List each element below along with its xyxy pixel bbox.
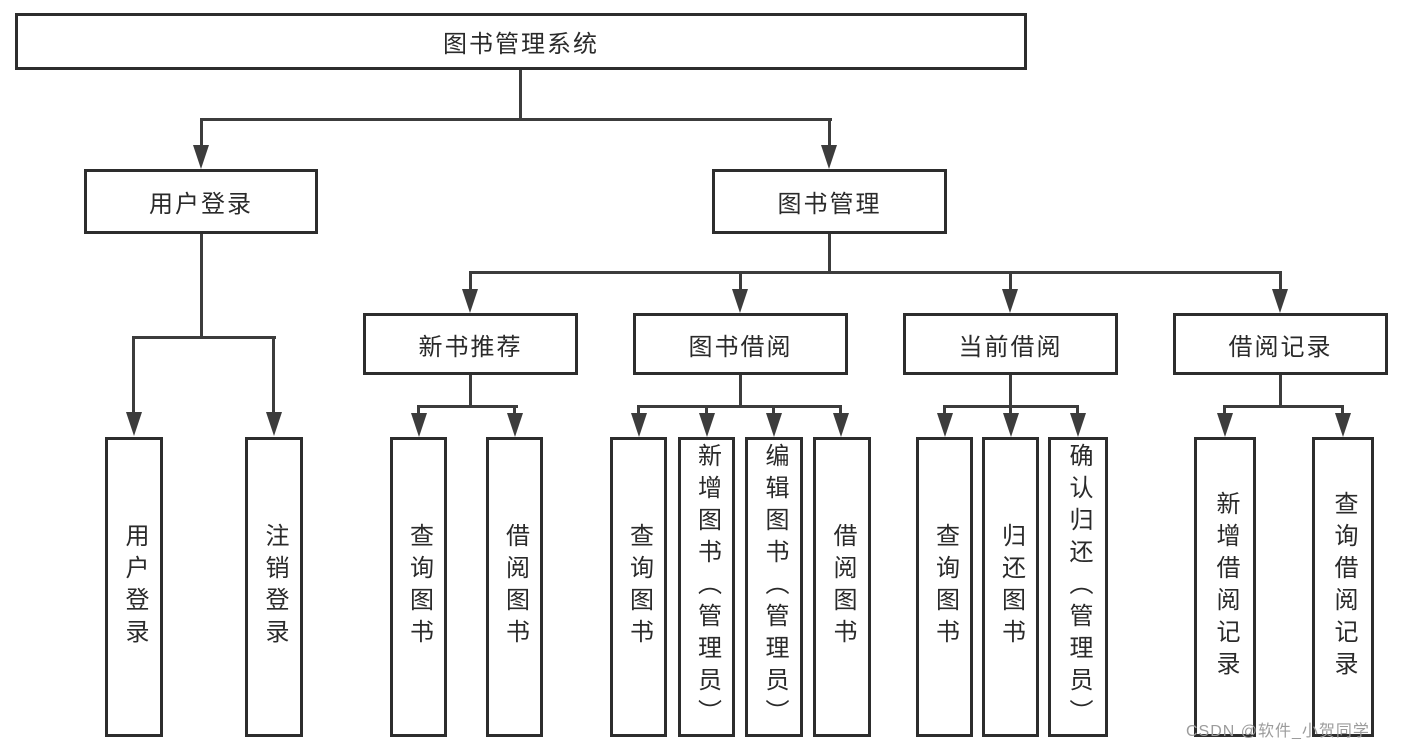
node-book-management: 图书管理 (712, 169, 947, 234)
arrow-down-icon (631, 413, 647, 437)
connector-line (828, 118, 831, 148)
connector-line (1009, 271, 1012, 291)
node-book-borrow: 图书借阅 (633, 313, 848, 375)
leaf-user-login: 用户登录 (105, 437, 163, 737)
node-label: 新书推荐 (418, 333, 523, 361)
leaf-label: 归还图书 (997, 523, 1025, 651)
leaf-label: 查询图书 (625, 523, 653, 651)
connector-line (200, 234, 203, 338)
arrow-down-icon (766, 413, 782, 437)
leaf-query-books-recommend: 查询图书 (390, 437, 447, 737)
connector-line (469, 374, 472, 407)
connector-line (739, 271, 742, 291)
connector-line (513, 405, 516, 415)
arrow-down-icon (411, 413, 427, 437)
arrow-down-icon (1335, 413, 1351, 437)
leaf-label: 注销登录 (261, 523, 288, 651)
arrow-down-icon (126, 412, 142, 436)
connector-line (637, 405, 640, 415)
leaf-query-books-current: 查询图书 (916, 437, 973, 737)
node-root-library-system: 图书管理系统 (15, 13, 1027, 70)
arrow-down-icon (1272, 289, 1288, 313)
node-new-book-recommend: 新书推荐 (363, 313, 578, 375)
arrow-down-icon (1002, 289, 1018, 313)
connector-line (1223, 405, 1226, 415)
node-label: 借阅记录 (1228, 333, 1333, 361)
node-current-borrow: 当前借阅 (903, 313, 1118, 375)
connector-line (417, 405, 518, 408)
leaf-label: 借阅图书 (501, 523, 529, 651)
arrow-down-icon (732, 289, 748, 313)
arrow-down-icon (1070, 413, 1086, 437)
arrow-down-icon (821, 145, 837, 169)
arrow-down-icon (507, 413, 523, 437)
node-label: 当前借阅 (958, 333, 1063, 361)
leaf-label: 查询借阅记录 (1330, 491, 1357, 683)
connector-line (839, 405, 842, 415)
connector-line (417, 405, 420, 415)
arrow-down-icon (462, 289, 478, 313)
connector-line (200, 118, 203, 148)
connector-line (272, 336, 275, 414)
connector-line (132, 336, 135, 414)
node-label: 图书管理系统 (443, 31, 599, 58)
arrow-down-icon (1217, 413, 1233, 437)
connector-line (828, 234, 831, 274)
leaf-add-books-admin: 新增图书（管理员） (678, 437, 735, 737)
arrow-down-icon (833, 413, 849, 437)
connector-line (1341, 405, 1344, 415)
leaf-label: 查询图书 (405, 523, 433, 651)
connector-line (705, 405, 708, 415)
connector-line (469, 271, 1282, 274)
connector-line (739, 374, 742, 407)
leaf-label: 新增借阅记录 (1212, 491, 1239, 683)
connector-line (1279, 271, 1282, 291)
leaf-label: 编辑图书（管理员） (761, 443, 788, 731)
watermark: CSDN @软件_小贺同学 (1186, 723, 1370, 740)
leaf-label: 借阅图书 (829, 523, 856, 651)
leaf-label: 确认归还（管理员） (1065, 443, 1092, 731)
node-label: 图书管理 (777, 191, 882, 218)
connector-line (469, 271, 472, 291)
connector-line (132, 336, 276, 339)
connector-line (519, 70, 522, 118)
node-label: 图书借阅 (688, 333, 793, 361)
leaf-query-borrow-record: 查询借阅记录 (1312, 437, 1374, 737)
connector-line (200, 118, 832, 121)
connector-line (637, 405, 842, 408)
leaf-query-books-borrow: 查询图书 (610, 437, 667, 737)
connector-line (1009, 374, 1012, 407)
arrow-down-icon (699, 413, 715, 437)
leaf-label: 新增图书（管理员） (693, 443, 721, 731)
node-user-login: 用户登录 (84, 169, 318, 234)
leaf-confirm-return-admin: 确认归还（管理员） (1048, 437, 1108, 737)
connector-line (1279, 375, 1282, 407)
arrow-down-icon (193, 145, 209, 169)
leaf-edit-books-admin: 编辑图书（管理员） (745, 437, 803, 737)
leaf-borrow-books: 借阅图书 (813, 437, 871, 737)
leaf-return-books: 归还图书 (982, 437, 1039, 737)
node-borrow-records: 借阅记录 (1173, 313, 1388, 375)
arrow-down-icon (266, 412, 282, 436)
connector-line (1223, 405, 1344, 408)
node-label: 用户登录 (149, 191, 253, 218)
connector-line (943, 405, 946, 415)
connector-line (1076, 405, 1079, 415)
leaf-label: 查询图书 (931, 523, 959, 651)
arrow-down-icon (1003, 413, 1019, 437)
connector-line (1009, 405, 1012, 415)
connector-line (772, 405, 775, 415)
leaf-label: 用户登录 (121, 523, 148, 651)
leaf-add-borrow-record: 新增借阅记录 (1194, 437, 1256, 737)
leaf-borrow-books-recommend: 借阅图书 (486, 437, 543, 737)
leaf-logout: 注销登录 (245, 437, 303, 737)
arrow-down-icon (937, 413, 953, 437)
